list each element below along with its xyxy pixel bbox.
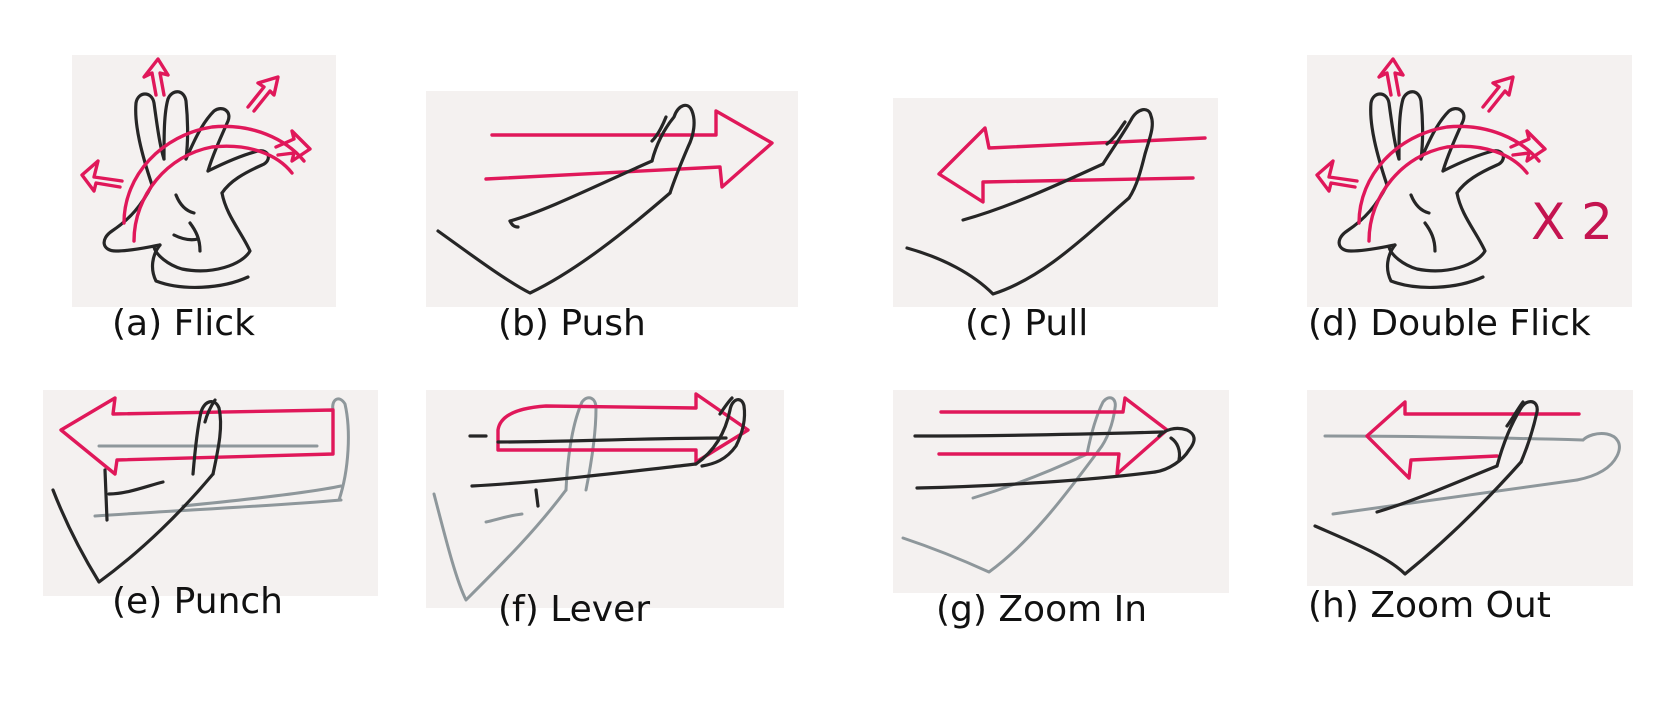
panel-double-flick: X 2 bbox=[1307, 55, 1632, 307]
punch-sketch bbox=[51, 396, 350, 584]
arm-drawing bbox=[1313, 400, 1539, 576]
double-flick-sketch: X 2 bbox=[1315, 57, 1613, 289]
pull-arrow bbox=[937, 126, 1207, 204]
flick-arrows bbox=[1315, 57, 1547, 243]
push-sketch bbox=[436, 103, 774, 295]
panel-zoom-in bbox=[893, 390, 1229, 593]
hand-drawing bbox=[1337, 90, 1505, 289]
caption-flick: (a) Flick bbox=[112, 303, 255, 344]
caption-punch: (e) Punch bbox=[112, 581, 283, 622]
arm-drawing bbox=[468, 396, 747, 508]
lever-sketch bbox=[432, 392, 750, 602]
arm-drawing bbox=[51, 398, 223, 584]
caption-double-flick: (d) Double Flick bbox=[1308, 303, 1591, 344]
arm-drawing bbox=[913, 426, 1196, 490]
repeat-multiplier-label: X 2 bbox=[1531, 193, 1613, 251]
caption-zoom-in: (g) Zoom In bbox=[936, 589, 1148, 630]
caption-pull: (c) Pull bbox=[965, 303, 1089, 344]
zoom-out-sketch bbox=[1313, 400, 1621, 576]
panel-punch bbox=[43, 390, 378, 596]
panel-push bbox=[426, 91, 798, 307]
zoom-out-arrow bbox=[1365, 400, 1581, 480]
ghost-arm bbox=[901, 396, 1117, 574]
ghost-arm bbox=[1323, 432, 1621, 516]
lever-arrow bbox=[496, 392, 750, 464]
zoom-in-sketch bbox=[901, 396, 1196, 574]
panel-zoom-out bbox=[1307, 390, 1633, 586]
hand-drawing bbox=[102, 90, 270, 289]
panel-lever bbox=[426, 390, 784, 608]
panel-pull bbox=[893, 98, 1218, 307]
ghost-arm bbox=[432, 396, 598, 602]
flick-arrows bbox=[80, 57, 312, 243]
caption-lever: (f) Lever bbox=[498, 589, 651, 630]
flick-sketch bbox=[80, 57, 312, 289]
push-arrow bbox=[484, 109, 774, 189]
caption-zoom-out: (h) Zoom Out bbox=[1308, 585, 1551, 626]
caption-push: (b) Push bbox=[498, 303, 646, 344]
panel-flick bbox=[72, 55, 336, 307]
arm-drawing bbox=[436, 103, 696, 295]
ghost-arm bbox=[93, 397, 350, 518]
punch-arrow bbox=[59, 396, 335, 476]
pull-sketch bbox=[905, 108, 1207, 296]
arm-drawing bbox=[905, 108, 1154, 296]
